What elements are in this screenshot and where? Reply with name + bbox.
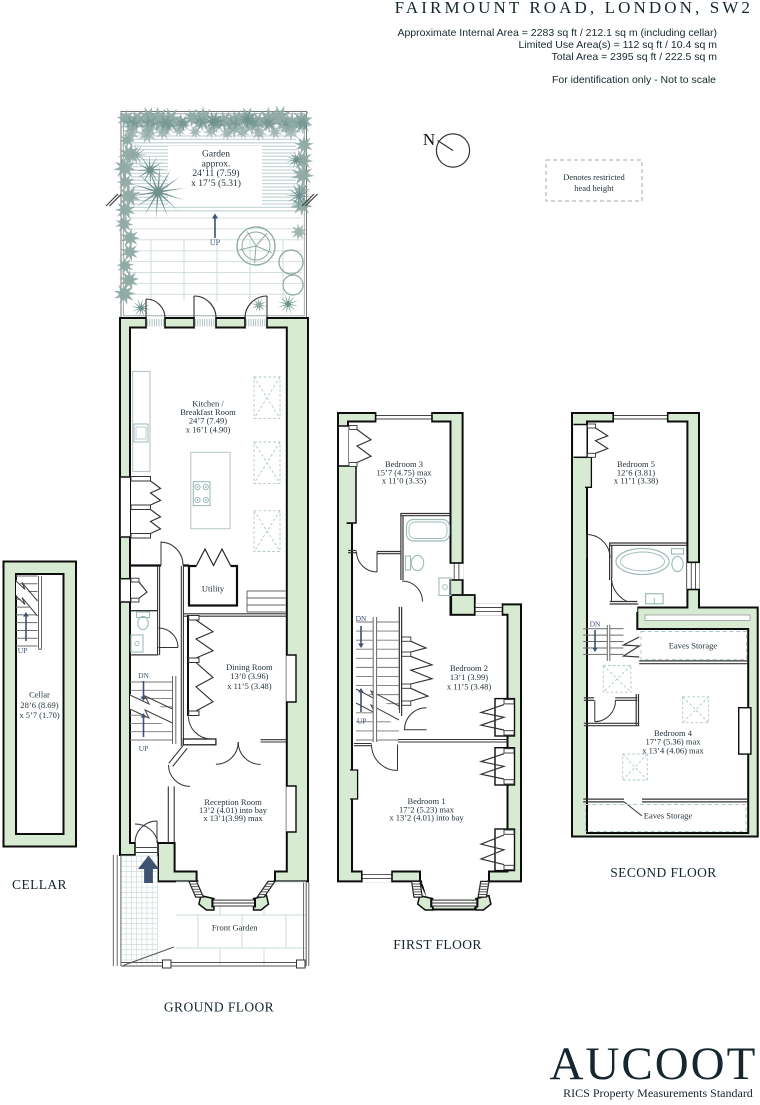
svg-text:Bedroom 3: Bedroom 3 [385, 459, 423, 469]
svg-text:x 17’5 (5.31): x 17’5 (5.31) [191, 178, 241, 189]
svg-text:Approximate Internal Area = 22: Approximate Internal Area = 2283 sq ft /… [397, 27, 717, 39]
svg-text:24’7 (7.49): 24’7 (7.49) [189, 416, 227, 426]
svg-text:Dining Room: Dining Room [226, 662, 273, 672]
svg-text:FIRST FLOOR: FIRST FLOOR [393, 937, 482, 952]
svg-text:13’2 (4.01) into bay: 13’2 (4.01) into bay [199, 805, 268, 815]
svg-text:17’2 (5.23) max: 17’2 (5.23) max [399, 804, 455, 814]
svg-text:x 16’1 (4.90): x 16’1 (4.90) [186, 424, 231, 434]
svg-text:Bedroom 5: Bedroom 5 [617, 459, 655, 469]
svg-text:x 5’7 (1.70): x 5’7 (1.70) [19, 710, 60, 720]
svg-text:Denotes restricted: Denotes restricted [563, 172, 625, 182]
svg-text:Eaves Storage: Eaves Storage [669, 641, 718, 651]
svg-text:x 11’5 (3.48): x 11’5 (3.48) [447, 681, 491, 691]
svg-text:Eaves Storage: Eaves Storage [644, 811, 693, 821]
svg-text:24’11 (7.59): 24’11 (7.59) [192, 168, 239, 179]
svg-text:SECOND FLOOR: SECOND FLOOR [610, 865, 716, 880]
svg-text:Cellar: Cellar [29, 690, 50, 700]
svg-text:Bedroom 1: Bedroom 1 [407, 796, 445, 806]
svg-text:Limited Use Area(s) = 112 sq f: Limited Use Area(s) = 112 sq ft / 10.4 s… [518, 39, 717, 51]
svg-text:approx.: approx. [202, 159, 231, 169]
svg-text:RICS Property Measurements Sta: RICS Property Measurements Standard [563, 1086, 753, 1100]
svg-text:15’7 (4.75) max: 15’7 (4.75) max [376, 467, 432, 477]
svg-text:x 13’1(3.99) max: x 13’1(3.99) max [203, 813, 263, 823]
svg-text:CELLAR: CELLAR [12, 877, 67, 892]
svg-text:Kitchen /: Kitchen / [192, 399, 224, 409]
svg-text:28’6 (8.69): 28’6 (8.69) [20, 700, 58, 710]
svg-text:FAIRMOUNT ROAD, LONDON, SW2: FAIRMOUNT ROAD, LONDON, SW2 [395, 0, 753, 17]
svg-text:17’7 (5.36) max: 17’7 (5.36) max [645, 737, 701, 747]
svg-text:Total Area = 2395 sq ft / 222.: Total Area = 2395 sq ft / 222.5 sq m [552, 51, 718, 63]
svg-text:head height: head height [574, 183, 614, 193]
svg-text:For identification only - Not: For identification only - Not to scale [552, 74, 716, 86]
svg-text:GROUND FLOOR: GROUND FLOOR [164, 1000, 274, 1015]
svg-text:x 11’0 (3.35): x 11’0 (3.35) [382, 476, 426, 486]
svg-text:DN: DN [356, 614, 367, 623]
svg-text:Garden: Garden [202, 150, 230, 160]
svg-text:x 13’4 (4.06) max: x 13’4 (4.06) max [642, 745, 704, 755]
svg-text:x 13’2 (4.01) into bay: x 13’2 (4.01) into bay [389, 813, 464, 823]
svg-text:UP: UP [18, 646, 28, 655]
svg-text:UP: UP [139, 744, 149, 753]
svg-text:Bedroom 2: Bedroom 2 [450, 663, 488, 673]
svg-text:Front Garden: Front Garden [212, 923, 258, 933]
svg-text:12’6 (3.81): 12’6 (3.81) [617, 467, 655, 477]
svg-text:13’1 (3.99): 13’1 (3.99) [450, 672, 488, 682]
svg-text:Bedroom 4: Bedroom 4 [654, 728, 693, 738]
svg-text:AUCOOT: AUCOOT [549, 1038, 757, 1090]
svg-text:x 11’5 (3.48): x 11’5 (3.48) [227, 681, 271, 691]
svg-text:Breakfast Room: Breakfast Room [180, 407, 236, 417]
svg-text:Reception Room: Reception Room [204, 797, 262, 807]
svg-text:DN: DN [590, 620, 601, 629]
svg-text:UP: UP [357, 717, 367, 726]
svg-text:Utility: Utility [202, 584, 225, 594]
svg-text:x 11’1 (3.38): x 11’1 (3.38) [614, 476, 658, 486]
svg-text:N: N [423, 130, 435, 149]
svg-text:13’0 (3.96): 13’0 (3.96) [230, 671, 268, 681]
svg-text:UP: UP [210, 238, 221, 247]
svg-text:DN: DN [138, 671, 149, 680]
